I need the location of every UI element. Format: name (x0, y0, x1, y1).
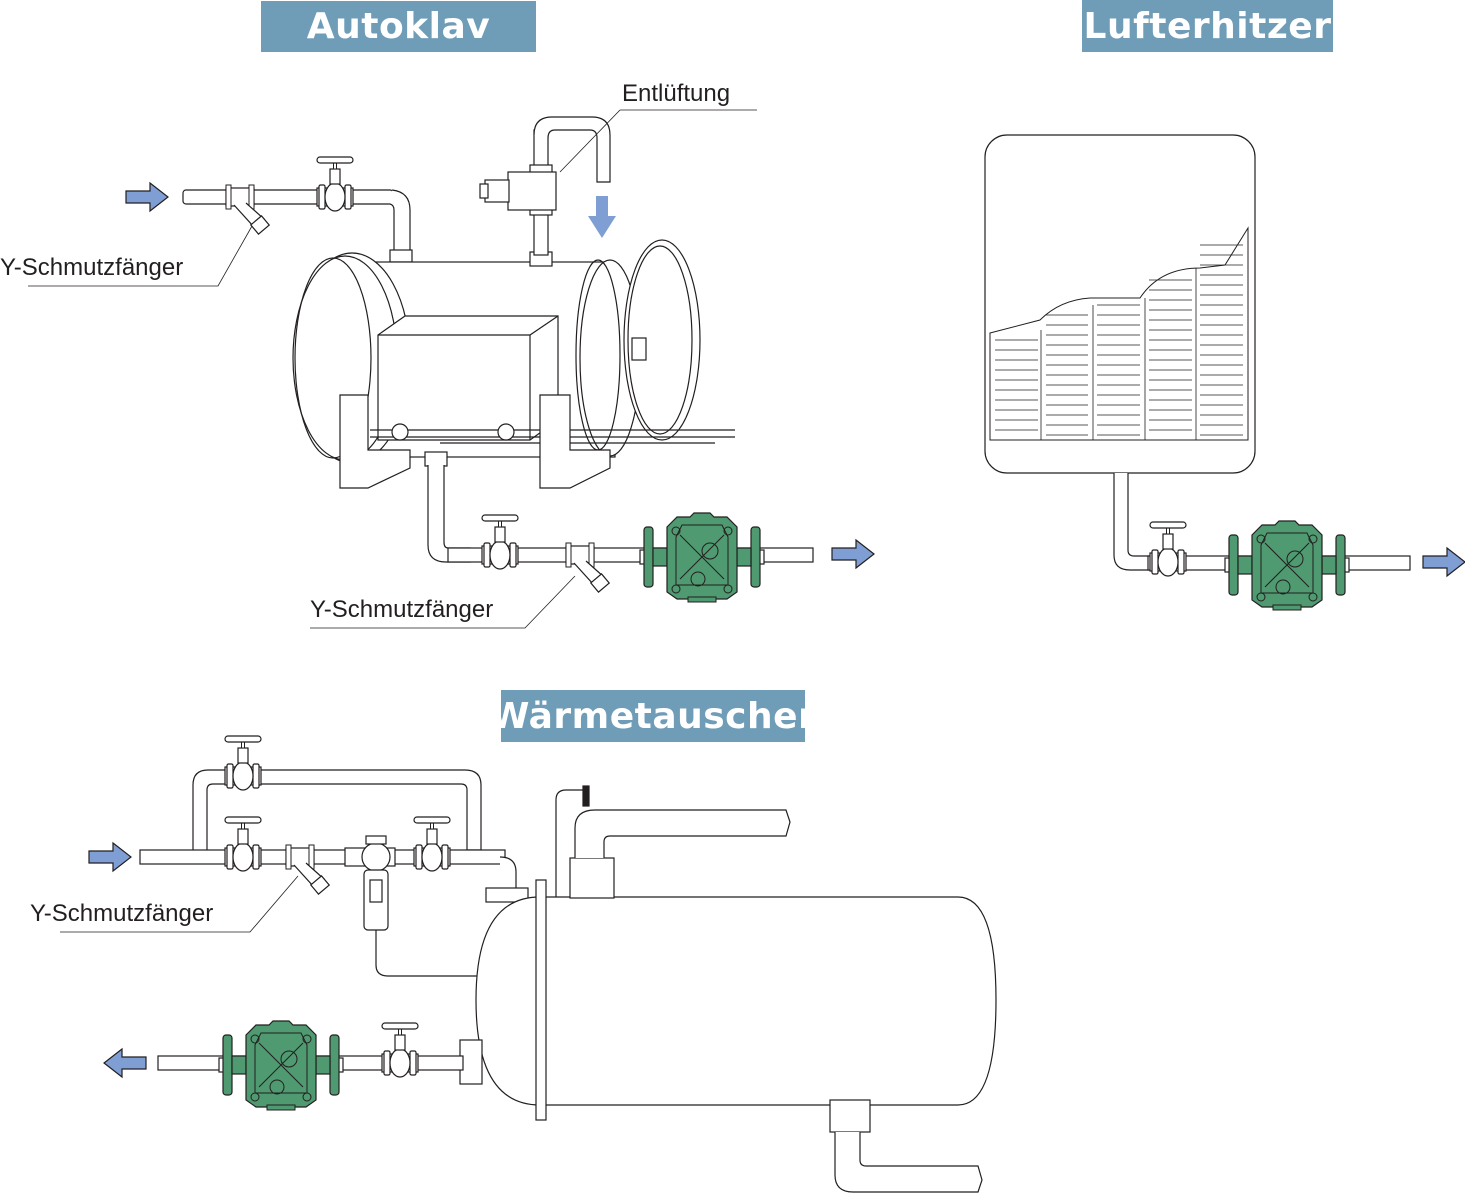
steam-trap-icon (218, 1020, 344, 1111)
steam-trap-icon (639, 512, 765, 603)
inlet-arrow (125, 182, 169, 212)
valve-icon (1149, 521, 1187, 577)
valve-icon (316, 156, 354, 212)
vent-arrow (588, 196, 616, 238)
valve-icon (381, 1022, 419, 1078)
outlet-arrow (103, 1048, 147, 1078)
label-entlueftung: Entlüftung (622, 80, 731, 107)
valve-icon (224, 735, 262, 791)
label-strainer-waermetauscher: Y-Schmutzfänger (30, 900, 214, 927)
valve-icon (224, 816, 262, 872)
title-lufterhitzer: Lufterhitzer (1082, 0, 1333, 52)
title-waermetauscher-text: Wärmetauscher (489, 695, 817, 737)
title-autoklav-text: Autoklav (306, 6, 491, 47)
outlet-arrow (1422, 547, 1465, 577)
valve-icon (481, 514, 519, 570)
outlet-arrow (831, 539, 875, 569)
lufterhitzer-diagram (984, 134, 1465, 611)
title-waermetauscher: Wärmetauscher (490, 690, 816, 742)
waermetauscher-diagram (60, 735, 997, 1193)
label-strainer-autoklav-outlet: Y-Schmutzfänger (310, 596, 494, 623)
valve-icon (413, 816, 451, 872)
label-strainer-autoklav-inlet: Y-Schmutzfänger (0, 254, 184, 281)
title-lufterhitzer-text: Lufterhitzer (1083, 5, 1332, 47)
steam-trap-icon (1224, 520, 1350, 611)
autoklav-diagram (28, 109, 875, 629)
inlet-arrow (88, 842, 132, 872)
title-autoklav: Autoklav (261, 1, 536, 52)
